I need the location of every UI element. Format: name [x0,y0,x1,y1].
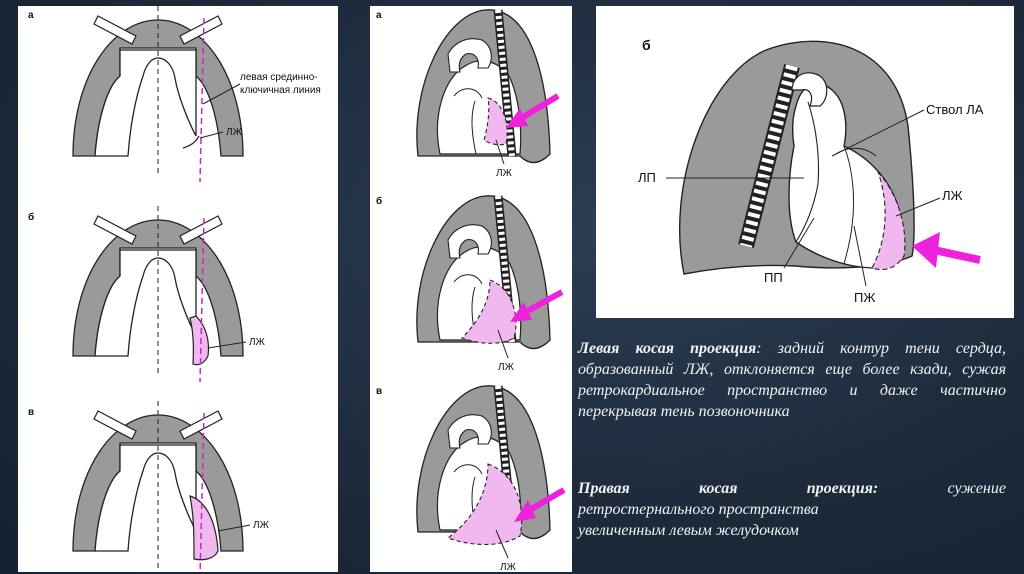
aortic-arch [791,72,828,107]
pulmonary-trunk-label: Ствол ЛА [926,102,984,117]
left-ventricle-label: ЛЖ [942,188,963,203]
lv-label: ЛЖ [500,562,517,572]
magenta-arrow [524,487,566,515]
view-letter: б [642,37,651,53]
left-ventricle-shade [483,97,508,146]
view-letter: в [28,407,34,418]
view-letter: б [376,195,382,207]
lv-label: ЛЖ [249,337,266,348]
rao-view-a: а ЛЖ [376,10,560,179]
left-ventricle-shade [461,279,517,344]
left-ventricle-shade [871,171,906,271]
view-letter: а [28,10,34,21]
lv-label: ЛЖ [496,168,513,179]
left-ventricle-shade [189,315,210,366]
view-letter: в [376,386,382,397]
view-letter: а [376,10,382,21]
rao-view-b: б ЛЖ [376,195,564,373]
right-ventricle-label: ПЖ [854,290,875,305]
right-oblique-word: сужение [947,480,1006,497]
left-oblique-heading: Левая косая проекция [578,340,757,357]
rao-detail-panel: б Ствол ЛА ЛП ЛЖ ПП ПЖ [596,6,1014,318]
rao-views-panel: а ЛЖ б ЛЖ в ЛЖ [370,6,572,572]
lv-label: ЛЖ [253,520,270,531]
left-oblique-description: Левая косая проекция: задний контур тени… [578,338,1006,422]
right-oblique-line: ретростернального пространства [578,501,819,518]
right-atrium-label: ПП [764,270,783,285]
midclavicular-line [199,412,205,572]
midclavicular-line-label: левая срединно- [240,72,318,83]
magenta-arrow [520,289,564,317]
pa-view-c: в ЛЖ [28,400,270,572]
magenta-arrow [933,246,981,264]
rao-views-diagram: а ЛЖ б ЛЖ в ЛЖ [376,6,566,572]
left-atrium-label: ЛП [638,170,656,185]
right-oblique-description: Правая косая проекция: сужение ретростер… [578,478,1006,541]
midclavicular-line [199,17,205,183]
pa-view-a: а левая срединно- ключичная линия ЛЖ [28,6,321,183]
left-ventricle-shade [446,463,523,545]
pa-view-b: б ЛЖ [28,205,266,383]
magenta-arrow [516,93,560,123]
right-oblique-word: Правая [578,480,630,497]
pa-views-diagram: а левая срединно- ключичная линия ЛЖ б Л… [28,6,321,572]
right-oblique-line: увеличенным левым желудочком [578,522,799,539]
right-oblique-word: проекция: [806,480,879,497]
rao-view-c: в ЛЖ [376,386,566,572]
midclavicular-line-label: ключичная линия [240,85,321,96]
left-oblique-body: : задний контур тени сердца, образованны… [578,340,1006,420]
lv-label: ЛЖ [498,362,515,373]
right-oblique-word: косая [699,480,738,497]
midclavicular-line [199,217,205,383]
left-ventricle-shade [189,495,219,561]
lv-label: ЛЖ [226,127,243,138]
rao-detail-diagram: б Ствол ЛА ЛП ЛЖ ПП ПЖ [638,37,984,305]
pa-views-panel: а левая срединно- ключичная линия ЛЖ б Л… [18,6,338,572]
view-letter: б [28,211,34,223]
